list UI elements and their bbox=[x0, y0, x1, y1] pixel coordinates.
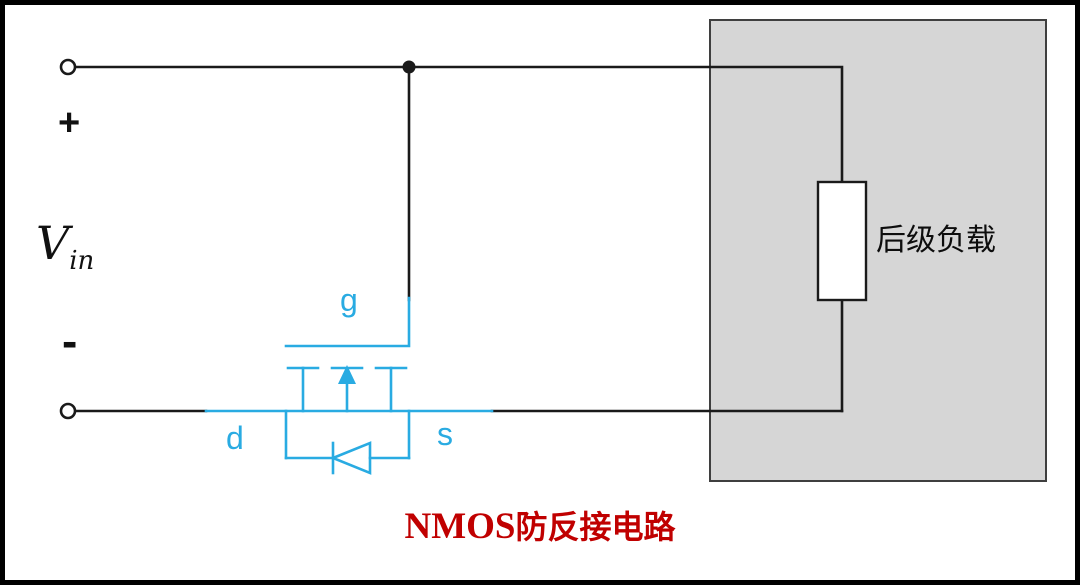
vin-subscript: in bbox=[69, 246, 95, 277]
vin-symbol: V bbox=[36, 216, 70, 270]
terminal-negative bbox=[59, 402, 77, 420]
vin-label: Vin bbox=[36, 220, 94, 274]
body-diode bbox=[284, 409, 411, 475]
plus-terminal-label: + bbox=[58, 102, 81, 144]
gate-pin-label: g bbox=[340, 282, 358, 318]
caption-latin: NMOS bbox=[404, 506, 516, 547]
diode-triangle bbox=[329, 441, 372, 475]
junction-dot bbox=[402, 60, 416, 74]
nmos-symbol bbox=[204, 296, 494, 475]
load-box bbox=[709, 19, 1047, 482]
drain-pin-label: d bbox=[226, 420, 244, 456]
source-pin-label: s bbox=[437, 416, 453, 452]
diagram-caption: NMOS防反接电路 bbox=[0, 502, 1080, 548]
caption-cjk: 防反接电路 bbox=[515, 509, 676, 545]
body-arrow bbox=[338, 365, 356, 384]
black-wires bbox=[73, 65, 844, 413]
minus-terminal-label: - bbox=[62, 315, 78, 367]
terminal-positive bbox=[59, 58, 77, 76]
load-resistor bbox=[816, 180, 868, 302]
gate-plate bbox=[284, 296, 411, 348]
load-label: 后级负载 bbox=[876, 224, 996, 257]
top-wire bbox=[73, 65, 844, 184]
